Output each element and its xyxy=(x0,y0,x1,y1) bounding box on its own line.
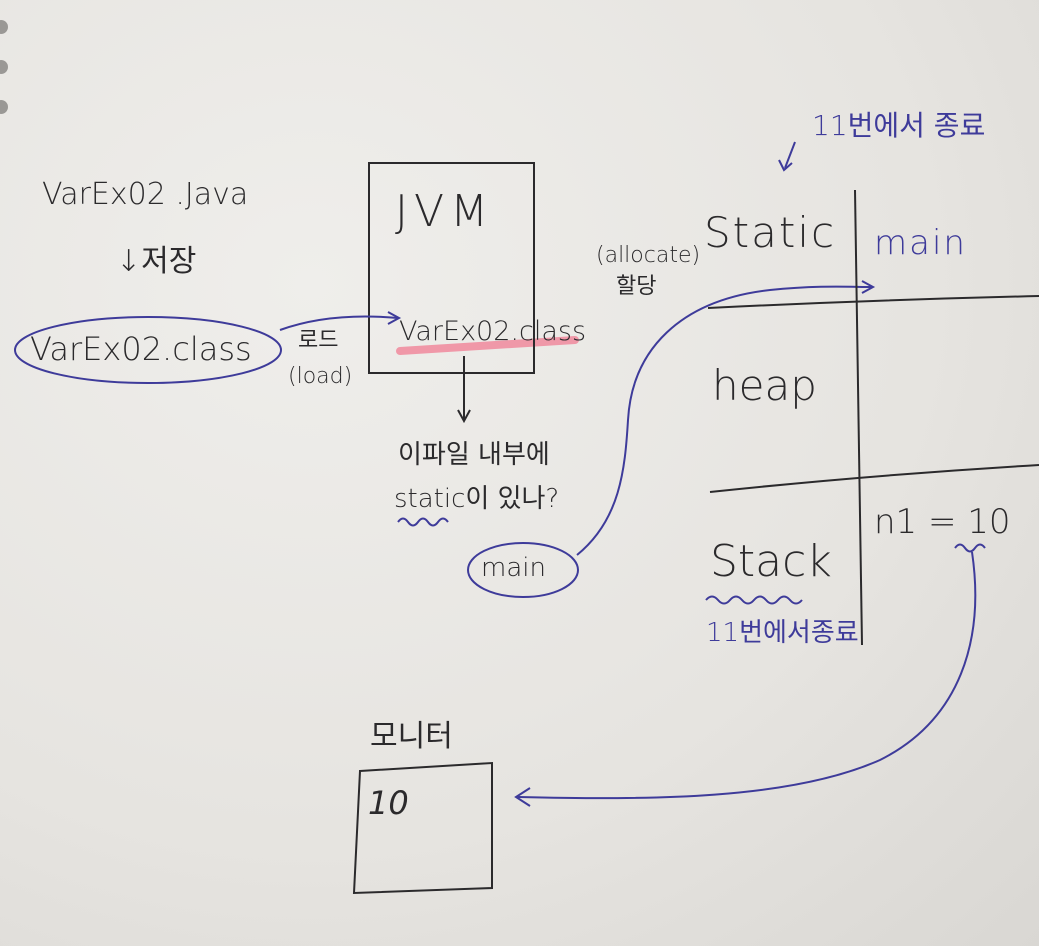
output-curve xyxy=(517,551,977,800)
static-squiggle xyxy=(397,517,449,527)
binder-hole xyxy=(0,20,8,34)
allocate-curve xyxy=(576,285,873,556)
end-note-top: 11번에서 종료 xyxy=(812,109,986,142)
jvm-box xyxy=(368,162,535,374)
memory-vertical-line xyxy=(854,189,863,646)
question-line1: 이파일 내부에 xyxy=(398,440,550,470)
class-file-label: VarEx02.class xyxy=(30,330,252,368)
load-arrow xyxy=(279,315,399,331)
end-arrow xyxy=(784,141,796,169)
load-label-ko: 로드 xyxy=(298,328,339,353)
static-label: Static xyxy=(704,208,837,257)
source-file-label: VarEx02 .Java xyxy=(42,177,249,212)
jvm-class-label: VarEx02.class xyxy=(399,316,587,347)
end-arrow-head xyxy=(778,159,793,172)
stack-squiggle xyxy=(705,595,803,605)
jvm-title: JVM xyxy=(395,186,495,237)
class-highlight xyxy=(396,336,579,355)
stack-value: n1 = 10 xyxy=(874,502,1011,542)
value-squiggle xyxy=(954,543,986,553)
binder-hole xyxy=(0,100,8,114)
load-arrow-head xyxy=(387,311,402,325)
monitor-box xyxy=(352,761,493,895)
main-cell-label: main xyxy=(874,223,967,263)
save-label: ↓저장 xyxy=(116,244,197,279)
heap-label: heap xyxy=(712,361,817,410)
end-note-bottom: 11번에서종료 xyxy=(706,618,859,648)
class-file-ellipse xyxy=(14,316,282,384)
main-ellipse xyxy=(467,542,579,598)
output-arrow-head xyxy=(514,787,531,807)
monitor-label: 모니터 xyxy=(370,719,453,754)
memory-line-static xyxy=(707,295,1039,309)
allocate-label-en: (allocate) xyxy=(596,243,701,268)
allocate-label-ko: 할당 xyxy=(616,274,657,299)
load-label-en: (load) xyxy=(288,364,353,389)
binder-hole xyxy=(0,60,8,74)
stack-label: Stack xyxy=(710,536,832,587)
monitor-value: 10 xyxy=(368,784,409,822)
question-line2: static이 있나? xyxy=(394,484,560,514)
main-bubble-label: main xyxy=(481,553,546,583)
memory-line-heap xyxy=(709,464,1039,493)
question-arrow-head xyxy=(457,409,471,424)
allocate-arrow-head xyxy=(861,280,876,294)
